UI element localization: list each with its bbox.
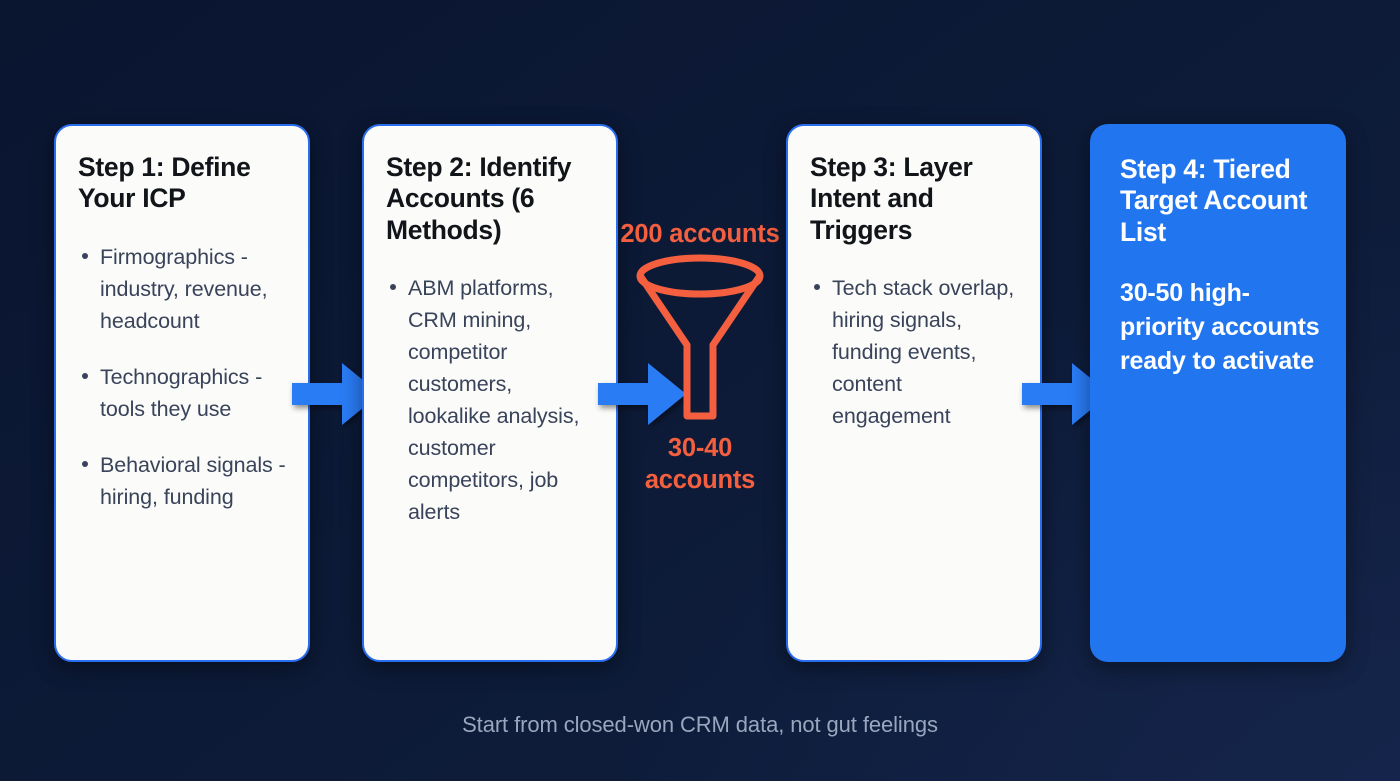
- funnel-bottom-label: 30-40 accounts: [644, 434, 756, 495]
- footer-caption: Start from closed-won CRM data, not gut …: [462, 712, 938, 737]
- list-item: ABM platforms, CRM mining, competitor cu…: [386, 272, 594, 528]
- funnel-group: 200 accounts 30-40 accounts: [620, 218, 780, 558]
- step-3-bullet-list: Tech stack overlap, hiring signals, fund…: [810, 272, 1018, 432]
- list-item: Firmographics - industry, revenue, headc…: [78, 241, 286, 337]
- arrow-right-icon: [292, 363, 380, 425]
- step-1-bullet-list: Firmographics - industry, revenue, headc…: [78, 241, 286, 513]
- step-card-1: Step 1: Define Your ICP Firmographics - …: [54, 124, 310, 662]
- list-item: Technographics - tools they use: [78, 361, 286, 425]
- step-4-body: 30-50 high-priority accounts ready to ac…: [1120, 278, 1320, 376]
- step-3-title: Step 3: Layer Intent and Triggers: [810, 152, 973, 245]
- funnel-icon: [636, 254, 764, 420]
- funnel-icon-wrapper: [620, 250, 780, 426]
- step-card-4: Step 4: Tiered Target Account List 30-50…: [1090, 124, 1346, 662]
- arrow-right-icon-1: [292, 363, 380, 425]
- step-2-bullet-list: ABM platforms, CRM mining, competitor cu…: [386, 272, 594, 528]
- funnel-top-label: 200 accounts: [620, 220, 780, 248]
- step-card-3: Step 3: Layer Intent and Triggers Tech s…: [786, 124, 1042, 662]
- step-1-title: Step 1: Define Your ICP: [78, 152, 251, 214]
- list-item: Behavioral signals - hiring, funding: [78, 449, 286, 513]
- step-4-title: Step 4: Tiered Target Account List: [1120, 154, 1308, 247]
- list-item: Tech stack overlap, hiring signals, fund…: [810, 272, 1018, 432]
- step-card-2: Step 2: Identify Accounts (6 Methods) AB…: [362, 124, 618, 662]
- arrow-right-icon-3: [1022, 363, 1110, 425]
- arrow-right-icon-2: [598, 363, 686, 425]
- arrow-right-icon: [1022, 363, 1110, 425]
- arrow-right-icon: [598, 363, 686, 425]
- step-2-title: Step 2: Identify Accounts (6 Methods): [386, 152, 572, 245]
